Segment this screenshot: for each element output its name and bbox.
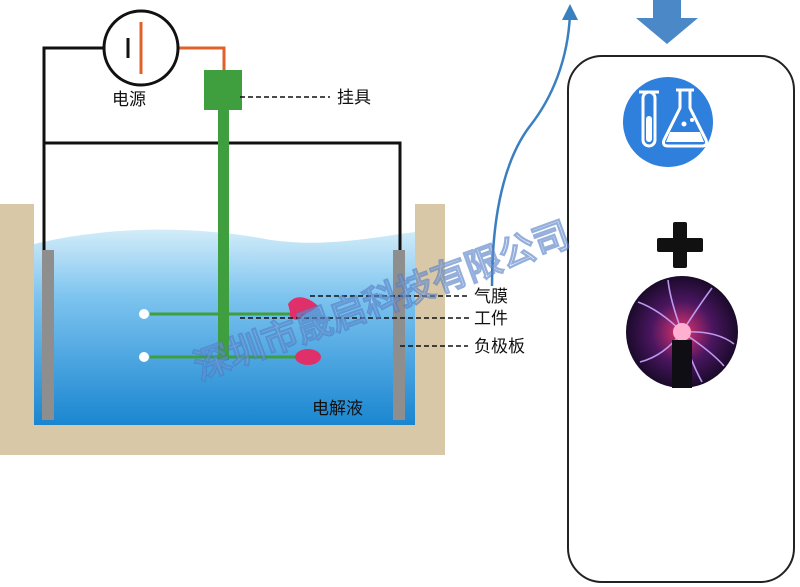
hanger-tip xyxy=(139,352,149,362)
hanger xyxy=(139,70,300,362)
label-leaders xyxy=(240,295,470,347)
gas-film xyxy=(288,297,318,320)
power-source-icon xyxy=(102,9,180,87)
circuit-wires xyxy=(42,46,402,250)
arrowhead-icon xyxy=(562,4,578,20)
plus-icon xyxy=(657,222,703,268)
hanger-tip xyxy=(139,309,149,319)
electrolyte-label: 电解液 xyxy=(312,399,363,419)
gas-film-label: 气膜 xyxy=(474,287,508,307)
workpiece-label: 工件 xyxy=(474,309,508,329)
power-source-label: 电源 xyxy=(112,90,146,110)
cathode-plate-left xyxy=(42,250,54,420)
down-arrow-icon xyxy=(636,0,698,44)
plasma-ball-icon xyxy=(626,276,738,388)
cathode-plate-right xyxy=(393,250,405,420)
cathode-plate-label: 负极板 xyxy=(474,337,525,357)
test-tube-flask-icon xyxy=(623,77,713,167)
tank xyxy=(0,204,445,455)
hanger-label: 挂具 xyxy=(337,88,371,108)
rising-arrow xyxy=(490,4,578,287)
workpiece xyxy=(288,297,321,365)
